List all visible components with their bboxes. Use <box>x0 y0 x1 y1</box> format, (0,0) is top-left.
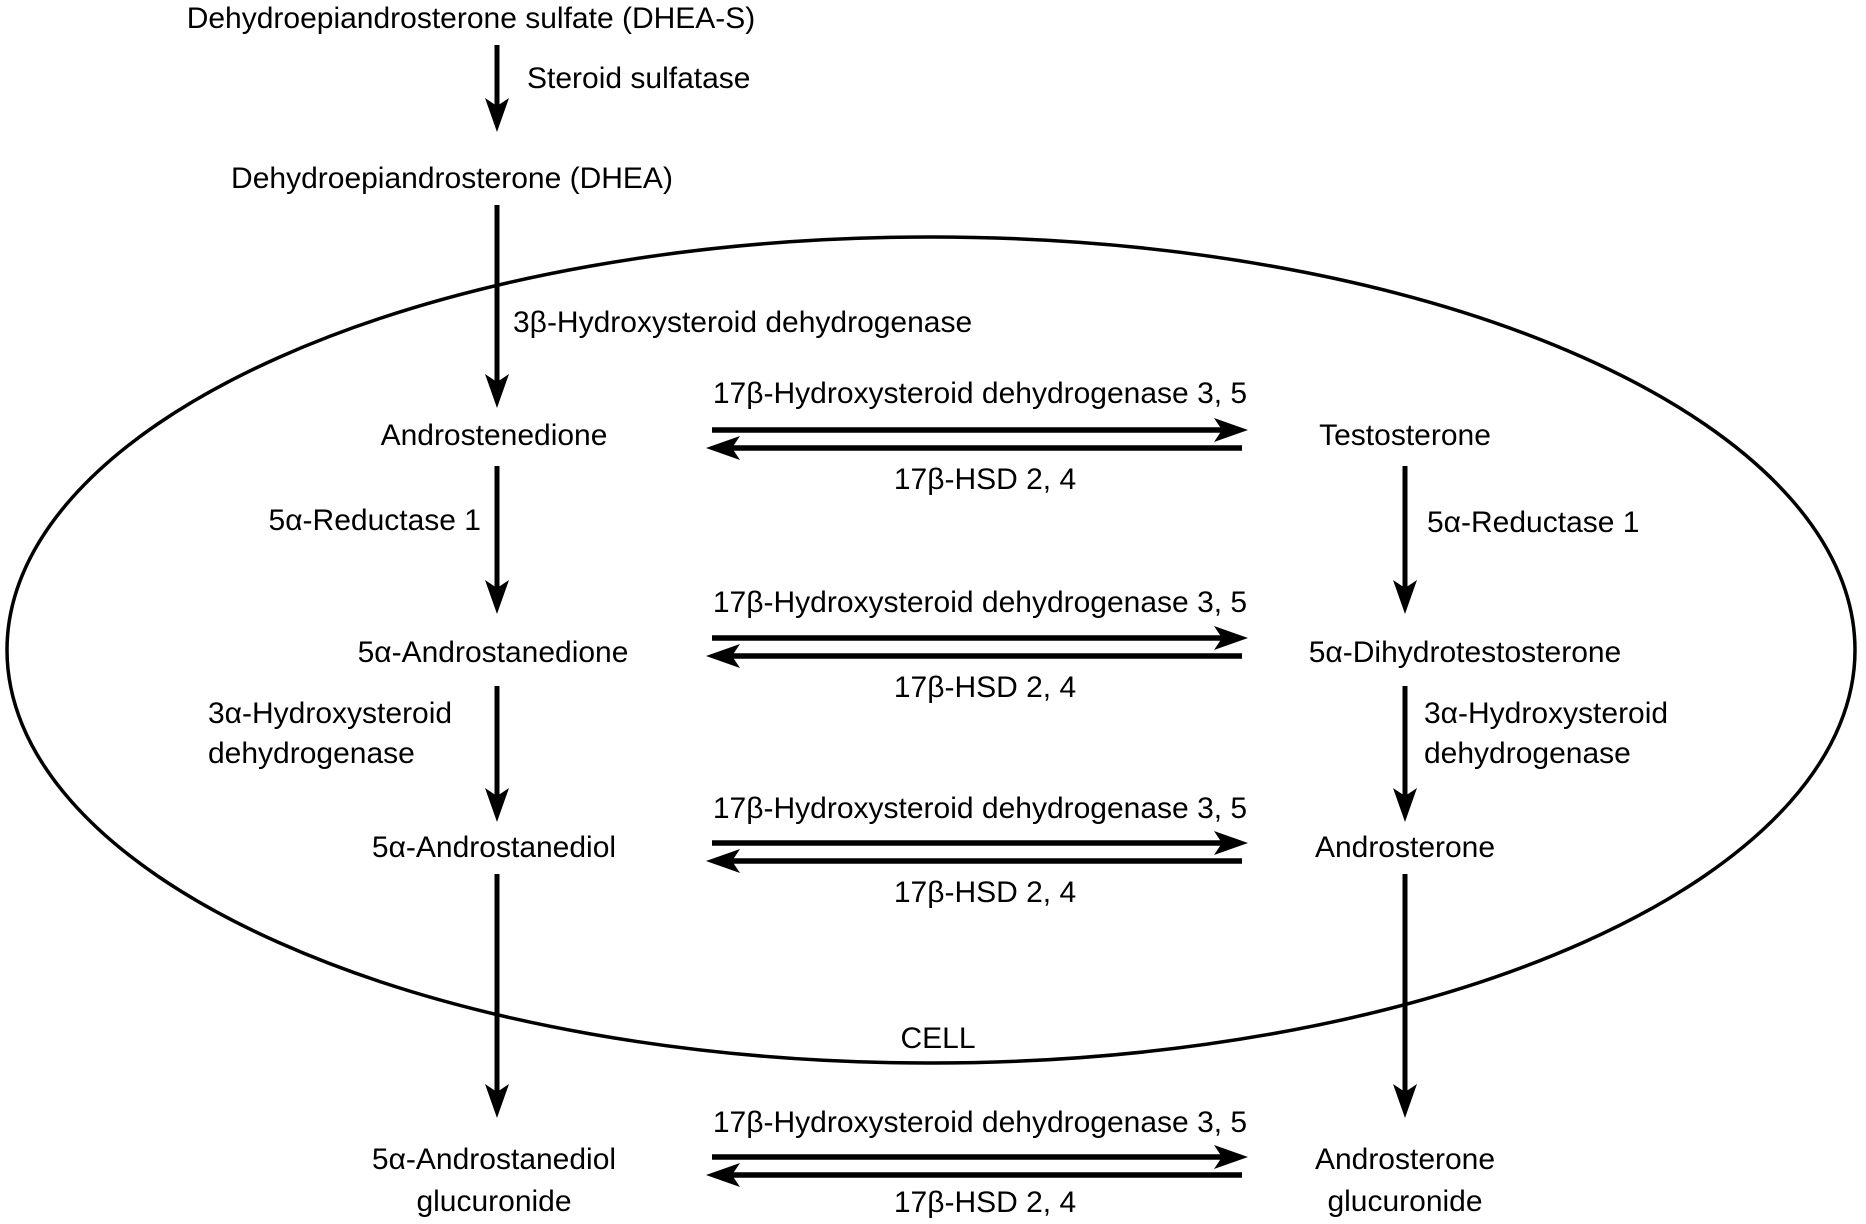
node-androstanediol-glucuronide-line2: glucuronide <box>416 1185 571 1218</box>
arrow-androsterone-to-glucuronide <box>1393 874 1417 1118</box>
arrow-dhea-to-androstenedione <box>485 205 509 408</box>
enzyme-17b-hsd-35-row1: 17β-Hydroxysteroid dehydrogenase 3, 5 <box>713 377 1247 410</box>
arrow-reverse-row1 <box>706 436 1242 460</box>
enzyme-steroid-sulfatase: Steroid sulfatase <box>527 62 750 95</box>
arrow-androstanediol-to-glucuronide <box>485 874 509 1118</box>
node-androstanediol-glucuronide-line1: 5α-Androstanediol <box>372 1143 616 1176</box>
node-testosterone: Testosterone <box>1319 419 1491 452</box>
arrow-androstenedione-to-androstanedione <box>485 466 509 614</box>
arrow-androstanedione-to-androstanediol <box>485 686 509 822</box>
enzyme-3a-hsd-left-line2: dehydrogenase <box>208 737 415 770</box>
enzyme-3a-hsd-right-line2: dehydrogenase <box>1424 737 1631 770</box>
enzyme-17b-hsd-24-row1: 17β-HSD 2, 4 <box>894 463 1076 496</box>
enzyme-5a-reductase-right: 5α-Reductase 1 <box>1427 506 1639 539</box>
arrow-forward-row3 <box>712 831 1248 855</box>
arrow-forward-row2 <box>712 626 1248 650</box>
node-androsterone-glucuronide-line1: Androsterone <box>1315 1143 1495 1176</box>
node-5a-androstanediol: 5α-Androstanediol <box>372 831 616 864</box>
node-androstenedione: Androstenedione <box>381 419 608 452</box>
node-androsterone-glucuronide-line2: glucuronide <box>1327 1185 1482 1218</box>
node-5a-androstanedione: 5α-Androstanedione <box>358 636 629 669</box>
arrow-testosterone-to-dht <box>1393 466 1417 614</box>
enzyme-3a-hsd-left-line1: 3α-Hydroxysteroid <box>208 697 452 730</box>
enzyme-17b-hsd-35-row4: 17β-Hydroxysteroid dehydrogenase 3, 5 <box>713 1106 1247 1139</box>
enzyme-3a-hsd-right-line1: 3α-Hydroxysteroid <box>1424 697 1668 730</box>
arrow-forward-row4 <box>712 1145 1248 1169</box>
node-dhea: Dehydroepiandrosterone (DHEA) <box>231 162 673 195</box>
node-dhea-s: Dehydroepiandrosterone sulfate (DHEA-S) <box>187 2 756 35</box>
cell-membrane-ellipse <box>5 235 1857 1065</box>
cell-label: CELL <box>900 1022 975 1055</box>
enzyme-17b-hsd-35-row3: 17β-Hydroxysteroid dehydrogenase 3, 5 <box>713 792 1247 825</box>
enzyme-17b-hsd-35-row2: 17β-Hydroxysteroid dehydrogenase 3, 5 <box>713 586 1247 619</box>
enzyme-17b-hsd-24-row2: 17β-HSD 2, 4 <box>894 671 1076 704</box>
arrow-dheas-to-dhea <box>485 45 509 132</box>
enzyme-17b-hsd-24-row4: 17β-HSD 2, 4 <box>894 1186 1076 1219</box>
enzyme-17b-hsd-24-row3: 17β-HSD 2, 4 <box>894 876 1076 909</box>
node-androsterone: Androsterone <box>1315 831 1495 864</box>
node-5a-dihydrotestosterone: 5α-Dihydrotestosterone <box>1309 636 1622 669</box>
arrow-reverse-row2 <box>706 644 1242 668</box>
arrow-reverse-row4 <box>706 1163 1242 1187</box>
arrow-forward-row1 <box>712 418 1248 442</box>
arrow-reverse-row3 <box>706 849 1242 873</box>
arrow-dht-to-androsterone <box>1393 686 1417 822</box>
enzyme-5a-reductase-left: 5α-Reductase 1 <box>269 504 481 537</box>
enzyme-3b-hydroxysteroid-dehydrogenase: 3β-Hydroxysteroid dehydrogenase <box>513 306 972 339</box>
